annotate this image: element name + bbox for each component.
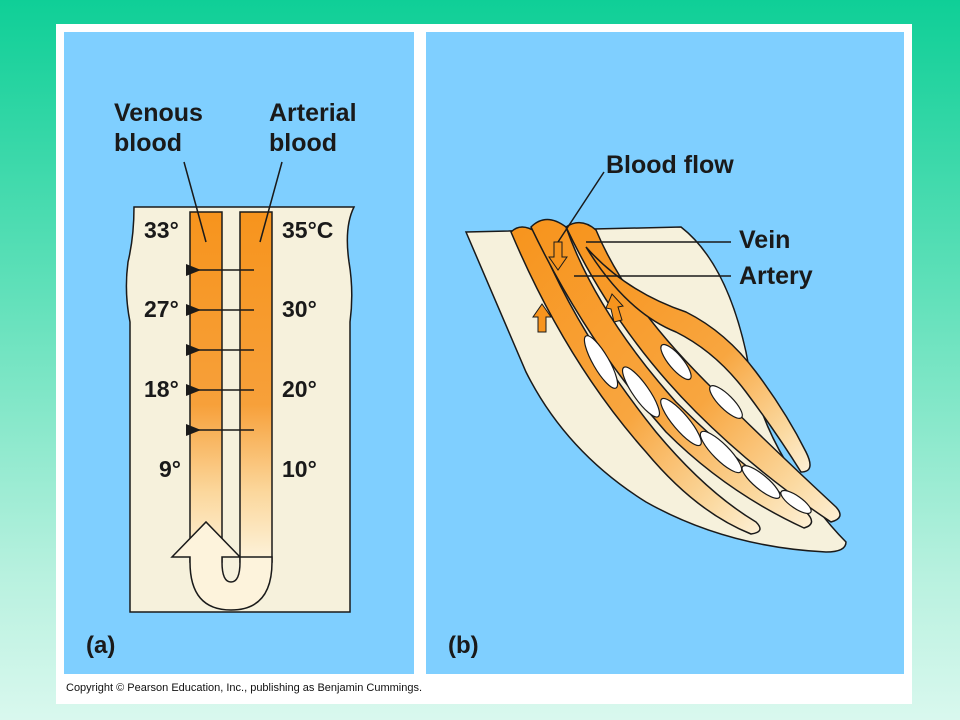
panel-a-label: (a) (86, 632, 116, 659)
heat-arrows (186, 264, 254, 436)
u-turn (170, 520, 273, 611)
vein-label: Vein (739, 226, 791, 254)
arterial-temp-35: 35°C (282, 217, 334, 243)
venous-temp-18: 18° (144, 376, 179, 402)
arterial-blood-label: Arterial blood (269, 99, 357, 157)
panel-a: Venous blood Arterial blood 33° 27° 18° … (64, 32, 414, 674)
blood-flow-leader (557, 171, 605, 243)
venous-temp-33: 33° (144, 217, 179, 243)
panel-b-label: (b) (448, 632, 479, 659)
arterial-temp-20: 20° (282, 376, 317, 402)
slide: Venous blood Arterial blood 33° 27° 18° … (56, 24, 912, 704)
arterial-temp-10: 10° (282, 456, 317, 482)
arterial-vessel (239, 211, 273, 563)
venous-temp-27: 27° (144, 296, 179, 322)
countercurrent-diagram (125, 161, 356, 613)
venous-blood-label: Venous blood (114, 99, 203, 157)
venous-temp-9: 9° (159, 456, 181, 482)
panel-b: Blood flow Vein Artery (b) (426, 32, 904, 674)
arterial-temp-30: 30° (282, 296, 317, 322)
flow-arrows (532, 241, 624, 333)
copyright-notice: Copyright © Pearson Education, Inc., pub… (66, 682, 423, 694)
flipper-diagram (464, 171, 847, 553)
venous-vessel (189, 211, 223, 563)
blood-flow-label: Blood flow (606, 151, 734, 179)
artery-label: Artery (739, 262, 813, 290)
vessel-gaps (583, 335, 812, 515)
